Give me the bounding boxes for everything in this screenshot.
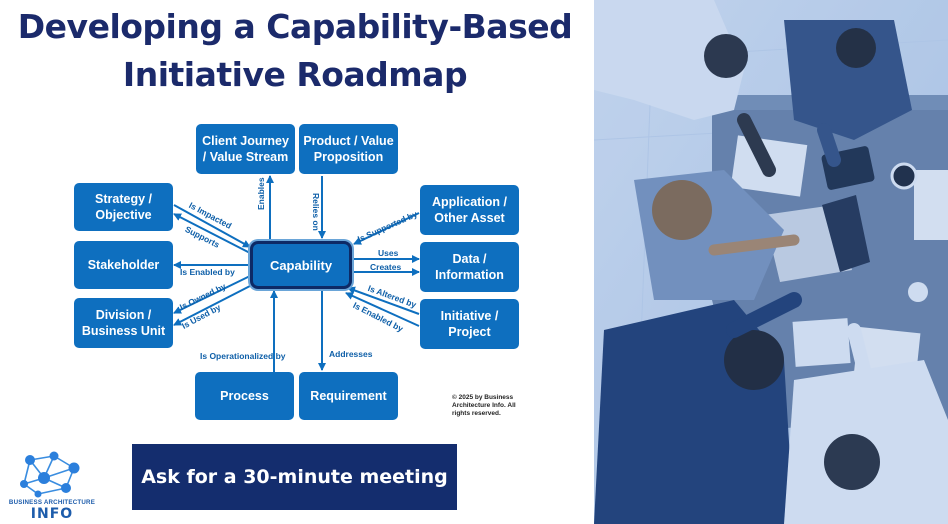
- data-box: Data / Information: [420, 242, 519, 292]
- application-box: Application / Other Asset: [420, 185, 519, 235]
- requirement-box: Requirement: [299, 372, 398, 420]
- page-title-line-2: Initiative Roadmap: [122, 55, 468, 94]
- label-enables: Enables: [256, 177, 266, 210]
- logo-text-line-1: BUSINESS ARCHITECTURE: [8, 499, 96, 506]
- label-relies-on: Relies on: [311, 193, 321, 231]
- label-uses: Uses: [378, 248, 399, 258]
- label-is-enabled-by-left: Is Enabled by: [180, 267, 235, 277]
- strategy-box: Strategy / Objective: [74, 183, 173, 231]
- label-addresses: Addresses: [329, 349, 373, 359]
- label-is-operationalized-by: Is Operationalized by: [200, 351, 286, 361]
- client-journey-box: Client Journey / Value Stream: [196, 124, 295, 174]
- team-meeting-photo: [594, 0, 948, 524]
- meeting-request-button[interactable]: Ask for a 30-minute meeting: [132, 444, 457, 510]
- product-box: Product / Value Proposition: [299, 124, 398, 174]
- logo-text-line-2: INFO: [30, 506, 74, 522]
- label-creates: Creates: [370, 262, 402, 272]
- initiative-box: Initiative / Project: [420, 299, 519, 349]
- process-box: Process: [195, 372, 294, 420]
- capability-box: Capability: [250, 241, 352, 289]
- stakeholder-box: Stakeholder: [74, 241, 173, 289]
- business-architecture-logo-icon: [20, 451, 80, 498]
- division-box: Division / Business Unit: [74, 298, 173, 348]
- diagram-connectors: [173, 175, 420, 372]
- page-title-line-1: Developing a Capability-Based: [17, 7, 573, 46]
- copyright-notice: © 2025 by Business Architecture Info. Al…: [452, 394, 516, 417]
